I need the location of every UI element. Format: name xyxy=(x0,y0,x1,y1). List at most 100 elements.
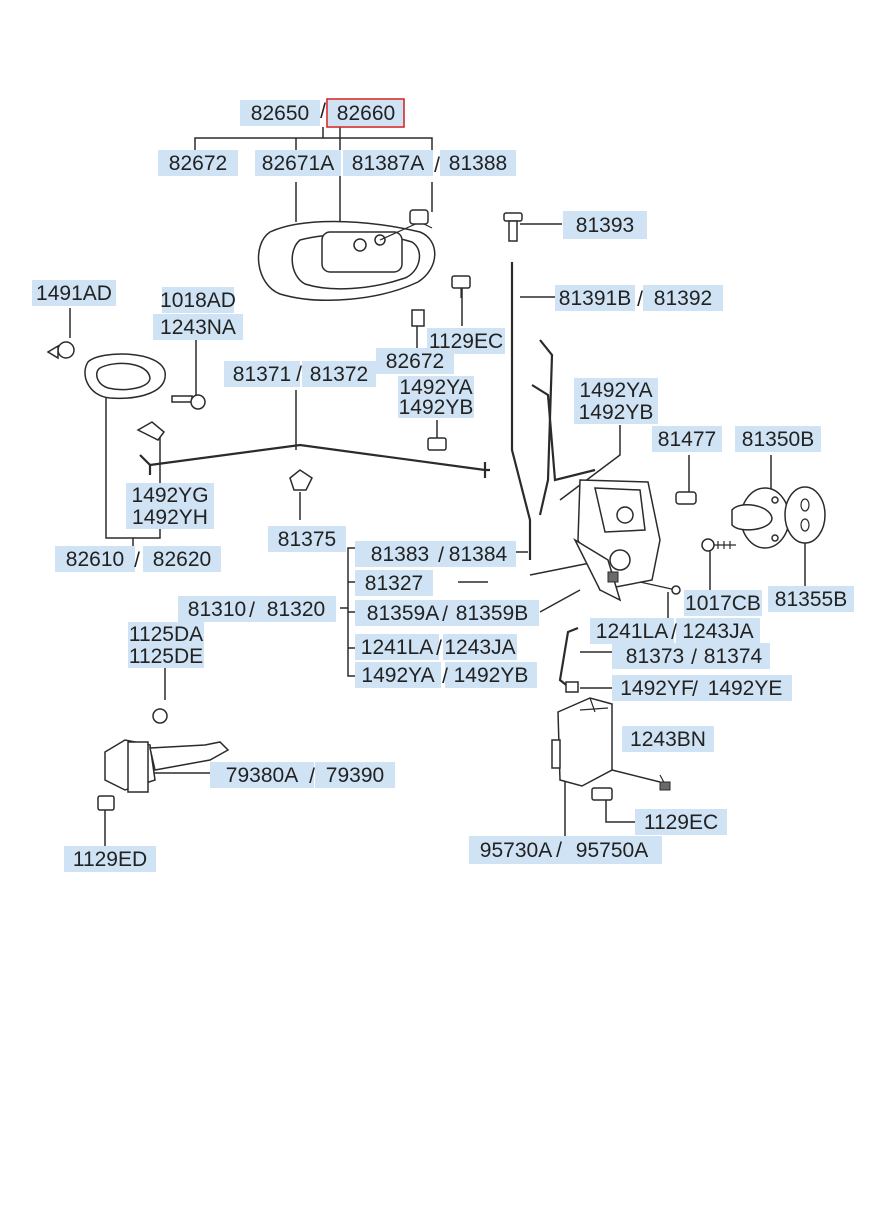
clip-1492YA-mid xyxy=(427,437,447,451)
part-number: 82620 xyxy=(153,548,211,571)
part-label-46: 1492YF xyxy=(612,675,702,701)
separator-7: / xyxy=(671,621,677,644)
label-background xyxy=(643,285,723,311)
part-number: 81350B xyxy=(742,428,814,451)
clip-1492YG xyxy=(136,421,166,441)
label-background xyxy=(735,426,821,452)
label-background xyxy=(143,546,221,572)
part-label-2: 82672 xyxy=(158,150,238,176)
part-number: 1241LA xyxy=(361,636,433,659)
part-label-35: 81355B xyxy=(768,586,854,612)
rod-81373 xyxy=(558,626,579,693)
door-latch-assembly xyxy=(573,479,661,602)
label-background xyxy=(268,526,346,552)
label-background xyxy=(469,836,563,864)
highlight-box xyxy=(326,98,405,128)
part-number: 1492YA xyxy=(579,379,652,402)
part-label-34: 1017CB xyxy=(684,590,762,616)
part-number: 81388 xyxy=(449,152,507,175)
part-number: 1492YH xyxy=(132,506,208,529)
part-label-17: 1492YB xyxy=(398,396,474,419)
part-number: 1492YA xyxy=(361,664,434,687)
label-background xyxy=(302,361,376,387)
label-background xyxy=(162,287,234,313)
label-background xyxy=(574,400,658,424)
part-number: 81310 xyxy=(188,598,246,621)
part-number: 81391B xyxy=(559,287,631,310)
part-number: 81373 xyxy=(626,645,684,668)
label-background xyxy=(256,596,336,622)
part-label-39: 1125DE xyxy=(128,644,204,668)
separator-13: / xyxy=(556,839,562,862)
part-label-15: 81372 xyxy=(302,361,376,387)
part-label-52: 1129ED xyxy=(64,846,156,872)
door-checker-79380A xyxy=(97,708,230,811)
part-label-10: 1018AD xyxy=(160,287,236,313)
part-number: 1492YG xyxy=(131,484,208,507)
label-background xyxy=(328,100,404,126)
part-label-48: 1243BN xyxy=(622,726,714,752)
part-label-24: 81375 xyxy=(268,526,346,552)
separator-4: / xyxy=(438,544,444,567)
part-number: 1017CB xyxy=(685,592,761,615)
part-label-54: 95750A xyxy=(562,836,662,864)
part-label-47: 1492YE xyxy=(698,675,792,701)
part-label-44: 1492YA xyxy=(355,662,441,688)
label-background xyxy=(32,280,116,306)
label-background xyxy=(315,762,395,788)
label-background xyxy=(355,600,451,626)
part-number: 95750A xyxy=(576,839,648,862)
part-number: 1129ED xyxy=(73,848,147,871)
label-background xyxy=(153,314,243,340)
label-background xyxy=(555,285,635,311)
part-label-0: 82650 xyxy=(240,100,320,126)
part-label-4: 81387A xyxy=(343,150,433,176)
label-background xyxy=(126,505,214,529)
label-background xyxy=(55,546,135,572)
screw-1018AD xyxy=(171,394,206,410)
part-label-14: 81371 xyxy=(224,361,300,387)
label-background xyxy=(355,662,441,688)
part-number: 79380A xyxy=(226,764,298,787)
screw-1243BN xyxy=(659,774,671,791)
label-background xyxy=(128,644,204,668)
part-label-42: 1241LA xyxy=(355,634,439,660)
part-label-40: 81373 xyxy=(612,643,698,669)
label-background xyxy=(240,100,320,126)
striker-81350B xyxy=(731,487,790,549)
part-label-9: 1491AD xyxy=(32,280,116,306)
label-background xyxy=(398,396,474,418)
label-background xyxy=(698,675,792,701)
screw-1241LA xyxy=(639,581,681,595)
shim-81355B xyxy=(784,486,826,544)
part-number: 1125DA xyxy=(129,623,203,646)
part-label-23: 1492YH xyxy=(126,505,214,529)
clip-82672 xyxy=(411,309,425,327)
part-label-45: 1492YB xyxy=(445,662,537,688)
separator-0: / xyxy=(320,100,326,123)
part-label-13: 82672 xyxy=(376,348,454,374)
separator-14: / xyxy=(134,549,140,572)
separator-2: / xyxy=(637,288,643,311)
bolt-1129EC-top xyxy=(451,275,471,298)
part-number: 82672 xyxy=(386,350,444,373)
label-background xyxy=(445,662,537,688)
part-label-19: 1492YB xyxy=(574,400,658,424)
part-number: 81383 xyxy=(371,543,429,566)
leader-lines xyxy=(69,127,806,850)
label-background xyxy=(443,634,517,660)
part-label-31: 81320 xyxy=(256,596,336,622)
part-number: 1243JA xyxy=(444,636,515,659)
label-background xyxy=(128,622,204,646)
label-background xyxy=(696,643,770,669)
part-label-11: 1243NA xyxy=(153,314,243,340)
screw-81477 xyxy=(675,491,697,505)
part-number: 1243NA xyxy=(160,316,236,339)
part-label-43: 1243JA xyxy=(443,634,517,660)
label-background xyxy=(343,150,433,176)
part-label-49: 79380A xyxy=(210,762,314,788)
part-number: 79390 xyxy=(326,764,384,787)
part-number: 1492YE xyxy=(708,677,783,700)
